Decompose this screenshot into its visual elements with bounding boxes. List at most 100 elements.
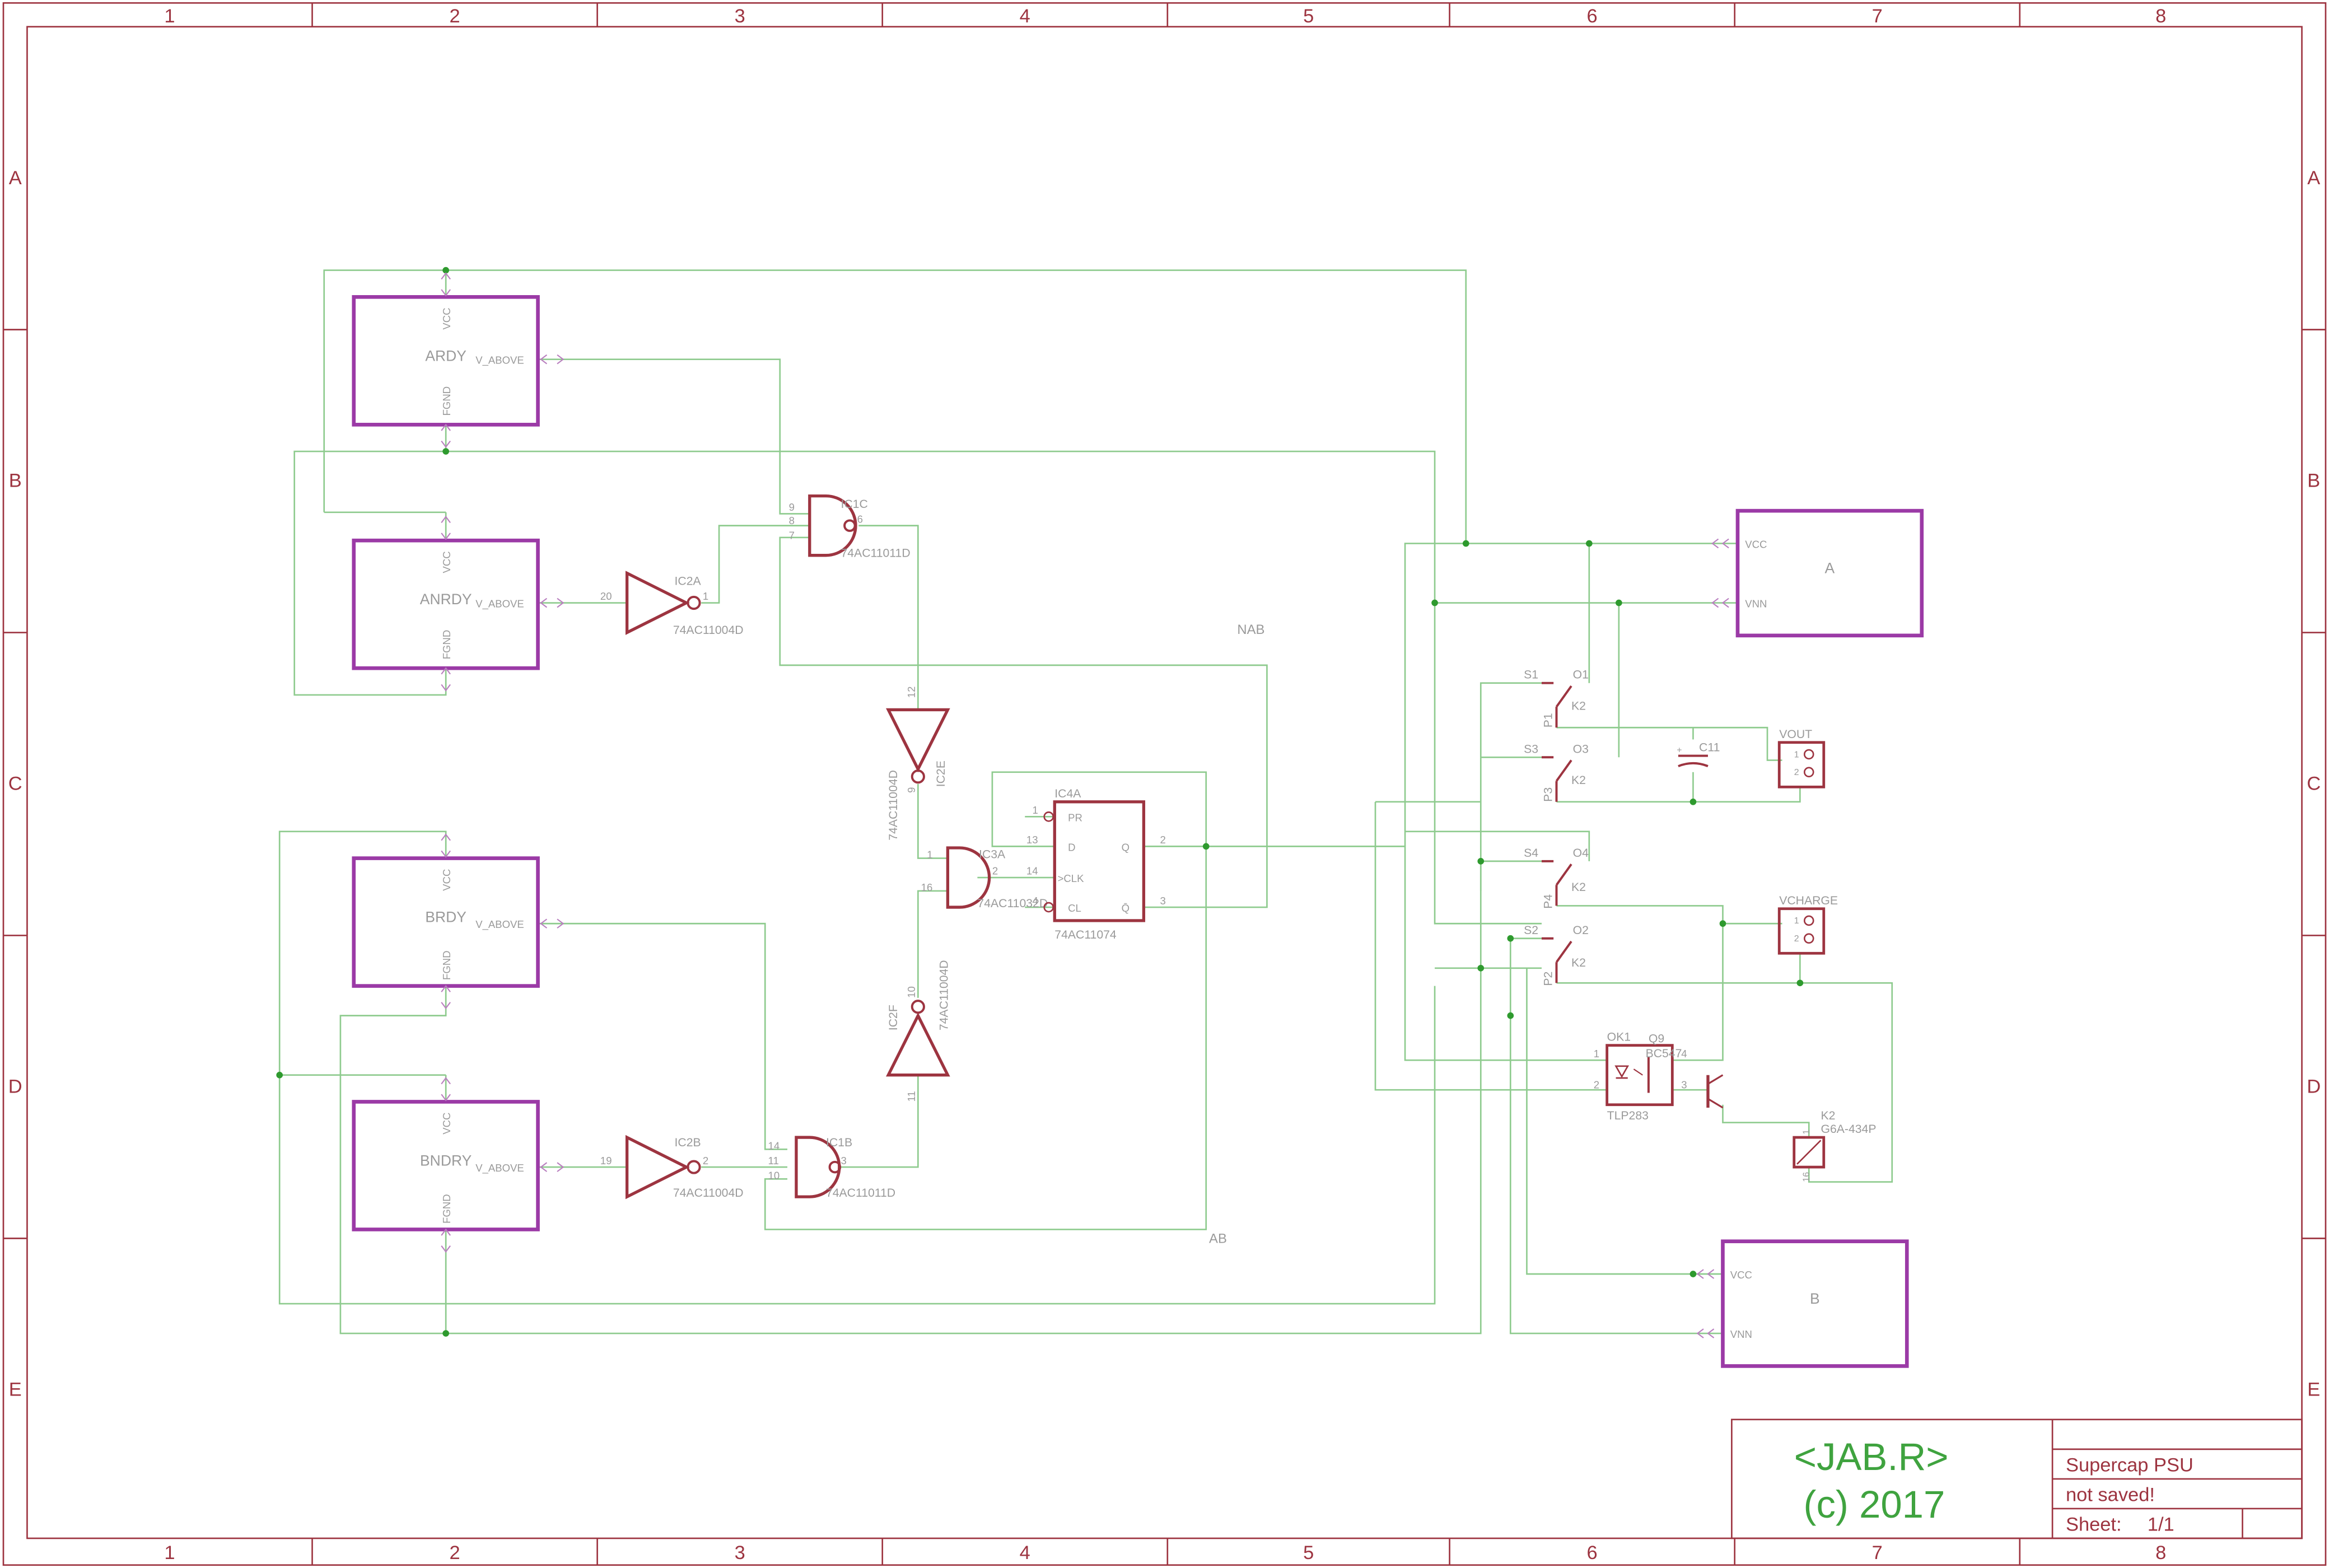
frame-labels: 1 2 3 4 5 6 7 8 1 2 3 4 5 6 7 8 A B C D … xyxy=(8,6,2321,1564)
block-name: A xyxy=(1825,559,1835,576)
pin-name: D xyxy=(1068,841,1075,853)
pin-number: 10 xyxy=(768,1169,780,1181)
title-block xyxy=(1731,1418,2303,1539)
flipflop-ic4a[interactable]: IC4A 74AC11074 PR D >CLK CL Q Q̄ 1 13 14… xyxy=(1026,787,1166,941)
pin-number: 2 xyxy=(1594,1079,1599,1091)
row-label-left: A xyxy=(9,167,22,189)
pin-number: 1 xyxy=(1801,1130,1811,1135)
pin-number: 11 xyxy=(768,1155,779,1166)
block-name: BNDRY xyxy=(420,1152,472,1169)
connector-vout[interactable]: VOUT 1 2 xyxy=(1777,728,1826,788)
title-sheet-value: 1/1 xyxy=(2148,1514,2174,1536)
optocoupler-ok1[interactable]: OK1 TLP283 1 2 4 3 xyxy=(1594,1031,1687,1123)
block-name: B xyxy=(1810,1290,1820,1307)
contact-p-label: P2 xyxy=(1542,972,1555,986)
block-b[interactable]: B VCC VNN xyxy=(1721,1239,1909,1368)
col-label-top: 6 xyxy=(1587,6,1598,27)
pin-name: CL xyxy=(1068,902,1081,914)
pin-number: 3 xyxy=(1160,895,1166,907)
pin-number: 2 xyxy=(992,865,998,877)
pin-name: Q̄ xyxy=(1122,902,1130,914)
relay-contact-s1[interactable]: S1 O1 P1 K2 xyxy=(1524,669,1589,728)
gate-ic2a[interactable]: IC2A 74AC11004D 20 1 xyxy=(600,571,744,637)
net-label-ab: AB xyxy=(1209,1231,1227,1246)
pin-number: 14 xyxy=(768,1140,780,1151)
gate-ic3a[interactable]: IC3A 74AC11032D 1 16 2 xyxy=(921,846,1048,910)
relay-contact-s4[interactable]: S4 O4 P4 K2 xyxy=(1524,847,1589,909)
gate-ic1b[interactable]: IC1B 74AC11011D 14 11 10 3 xyxy=(768,1136,896,1200)
gate-part: 74AC11011D xyxy=(826,1187,895,1200)
col-label-bottom: 4 xyxy=(1020,1542,1030,1564)
pin-vcc-label: VCC xyxy=(1745,538,1767,550)
coil-name: K2 xyxy=(1821,1109,1835,1122)
gate-part: 74AC11004D xyxy=(673,1187,744,1200)
pin-number: 12 xyxy=(906,687,917,698)
pin-number: 4 xyxy=(1033,895,1038,907)
transistor-part: BC547 xyxy=(1646,1047,1682,1060)
gate-ic2e[interactable]: IC2E 74AC11004D 12 9 xyxy=(886,687,950,841)
row-label-left: C xyxy=(8,773,22,795)
title-logo: <JAB.R> xyxy=(1794,1435,1949,1478)
gate-part: 74AC11011D xyxy=(841,547,910,559)
gate-ic1c[interactable]: IC1C 74AC11011D 9 8 7 6 xyxy=(789,494,911,560)
block-ardy[interactable]: ARDY VCC V_ABOVE FGND xyxy=(352,295,540,427)
connector-name: VOUT xyxy=(1779,728,1812,741)
pin-fgnd-label: FGND xyxy=(441,950,452,980)
relay-contact-s2[interactable]: S2 O2 P2 K2 xyxy=(1524,924,1589,986)
gate-name: IC1B xyxy=(826,1136,852,1149)
gate-part: 74AC11004D xyxy=(673,624,744,637)
col-label-top: 8 xyxy=(2155,6,2166,27)
pin-vcc-label: VCC xyxy=(441,307,452,329)
block-anrdy[interactable]: ANRDY VCC V_ABOVE FGND xyxy=(352,538,540,670)
gate-ic2b[interactable]: IC2B 74AC11004D 19 2 xyxy=(600,1135,744,1200)
block-brdy[interactable]: BRDY VCC V_ABOVE FGND xyxy=(352,856,540,988)
contact-o-label: O2 xyxy=(1573,924,1589,937)
capacitor-polarity: + xyxy=(1677,745,1682,755)
gate-ic2f[interactable]: IC2F 74AC11004D 10 11 xyxy=(886,960,950,1102)
contact-p-label: P1 xyxy=(1542,713,1555,727)
gate-part: 74AC11004D xyxy=(887,770,900,841)
gate-part: 74AC11004D xyxy=(937,960,950,1030)
title-status: not saved! xyxy=(2066,1485,2155,1506)
block-name: BRDY xyxy=(425,909,466,926)
contact-o-label: O3 xyxy=(1573,743,1589,755)
pin-number: 9 xyxy=(906,787,917,793)
connector-vcharge[interactable]: VCHARGE 1 2 xyxy=(1777,894,1838,955)
pin-vnn-label: VNN xyxy=(1730,1328,1752,1340)
gate-name: IC3A xyxy=(979,848,1006,861)
opto-part: TLP283 xyxy=(1607,1109,1649,1122)
pin-number: 3 xyxy=(1681,1079,1687,1091)
col-label-bottom: 8 xyxy=(2155,1542,2166,1564)
pin-fgnd-label: FGND xyxy=(441,630,452,660)
pin-number: 1 xyxy=(1794,750,1799,759)
row-label-left: B xyxy=(9,470,22,492)
pin-fgnd-label: FGND xyxy=(441,1194,452,1224)
pin-vnn-label: VNN xyxy=(1745,598,1767,609)
gate-name: IC2B xyxy=(675,1136,701,1149)
row-label-right: A xyxy=(2307,167,2320,189)
contact-s-label: S2 xyxy=(1524,924,1538,937)
contact-o-label: O4 xyxy=(1573,847,1589,860)
ff-name: IC4A xyxy=(1054,787,1081,800)
ff-part: 74AC11074 xyxy=(1054,928,1117,941)
relay-coil-k2[interactable]: K2 G6A-434P 1 16 xyxy=(1793,1109,1877,1182)
relay-contact-s3[interactable]: S3 O3 P3 K2 xyxy=(1524,743,1589,802)
block-a[interactable]: A VCC VNN xyxy=(1735,508,1924,638)
row-label-left: D xyxy=(8,1076,22,1098)
capacitor-c11[interactable]: C11 + xyxy=(1677,741,1720,768)
net-label-nab: NAB xyxy=(1237,622,1264,637)
pin-vcc-label: VCC xyxy=(1730,1269,1752,1281)
pin-number: 16 xyxy=(921,881,933,893)
title-copyright: (c) 2017 xyxy=(1804,1483,1945,1526)
col-label-bottom: 3 xyxy=(735,1542,745,1564)
contact-s-label: S1 xyxy=(1524,669,1538,682)
pin-number: 1 xyxy=(927,849,932,861)
pin-number: 7 xyxy=(789,530,795,542)
block-bndry[interactable]: BNDRY VCC V_ABOVE FGND xyxy=(352,1100,540,1231)
col-label-bottom: 2 xyxy=(449,1542,460,1564)
pin-number: 2 xyxy=(1794,934,1799,944)
pin-number: 4 xyxy=(1681,1048,1687,1060)
transistor-q9[interactable]: Q9 BC547 xyxy=(1646,1032,1724,1109)
